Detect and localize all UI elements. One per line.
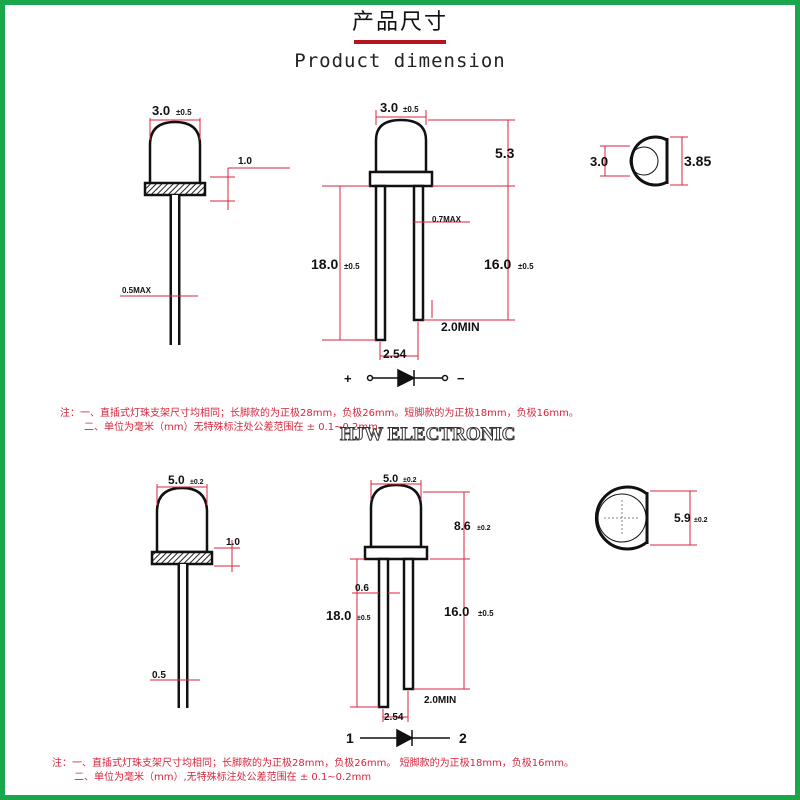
led3-flange: 1.0 (238, 156, 252, 167)
led5-pin-2: 2 (459, 730, 467, 746)
led5-lead-width: 0.6 (355, 583, 369, 594)
led3-front-dims (322, 110, 515, 360)
led3-polarity-plus: + (344, 371, 352, 386)
led3-lead-short-tol: ±0.5 (518, 262, 534, 271)
led5-lead-short: 16.0 (444, 604, 469, 619)
led5-pin-1: 1 (346, 730, 354, 746)
led3-lead-long: 18.0 (311, 256, 338, 272)
led5-flange: 1.0 (226, 537, 240, 548)
watermark-text: HJW ELECTRONIC (339, 424, 516, 446)
led5-min-length: 2.0MIN (424, 695, 456, 706)
led5-lead-thickness: 0.5 (152, 670, 166, 681)
led5-diode-symbol (360, 728, 450, 748)
led5-front-width: 5.0 (383, 473, 398, 485)
led5-lead-long-tol: ±0.5 (357, 615, 371, 622)
led3-front-width: 3.0 (380, 100, 398, 115)
led3-side-dims (120, 118, 290, 297)
led3-body-height: 5.3 (495, 145, 515, 161)
led5-front-width-tol: ±0.2 (403, 477, 417, 484)
led3-front-width-tol: ±0.5 (403, 105, 419, 114)
led3-lead-long-tol: ±0.5 (344, 262, 360, 271)
led5-side-width-tol: ±0.2 (190, 479, 204, 486)
led3-side-width: 3.0 (152, 103, 170, 118)
page-title: 产品尺寸 (351, 10, 448, 35)
note-bottom-line2: 二、单位为毫米（mm）,无特殊标注处公差范围在 ± 0.1~0.2mm (74, 772, 372, 783)
note-top-line2: 二、单位为毫米（mm）无特殊标注处公差范围在 ± 0.1~0.2mm (84, 422, 378, 433)
led5-front-view (363, 483, 429, 709)
led3-lead-short: 16.0 (484, 256, 511, 272)
note-top-line1: 注：一、直插式灯珠支架尺寸均相同；长脚款的为正极28mm，负极26mm。短脚款的… (60, 408, 579, 419)
led5-lead-short-tol: ±0.5 (478, 609, 494, 618)
led5-lead-long: 18.0 (326, 608, 351, 623)
led3-lead-width: 0.7MAX (432, 215, 462, 224)
led5-body-height-tol: ±0.2 (477, 525, 491, 532)
led3-diode-symbol (366, 368, 449, 388)
note-bottom-line1: 注：一、直插式灯珠支架尺寸均相同；长脚款的为正极28mm，负极26mm。 短脚款… (52, 758, 575, 769)
led3-polarity-minus: − (457, 371, 465, 386)
led5-pitch: 2.54 (384, 712, 404, 723)
led5-front-dims (350, 480, 470, 722)
page-subtitle: Product dimension (294, 50, 506, 72)
led5-top-view (594, 485, 697, 551)
led3-top-outer: 3.85 (684, 153, 711, 169)
led3-min-length: 2.0MIN (441, 320, 480, 334)
led3-lead-thickness: 0.5MAX (122, 286, 152, 295)
led5-body-height: 8.6 (454, 519, 471, 533)
led3-side-width-tol: ±0.5 (176, 108, 192, 117)
led5-side-dims (150, 484, 240, 681)
led3-top-view (600, 135, 688, 187)
led3-pitch: 2.54 (383, 347, 407, 361)
led3-front-view (368, 118, 434, 342)
led3-top-inner: 3.0 (590, 154, 608, 169)
led5-top-outer: 5.9 (674, 511, 691, 525)
led5-side-width: 5.0 (168, 473, 185, 487)
title-underline (354, 40, 446, 44)
led5-top-outer-tol: ±0.2 (694, 517, 708, 524)
led5-side-view (150, 486, 214, 708)
led3-side-view (143, 120, 207, 345)
